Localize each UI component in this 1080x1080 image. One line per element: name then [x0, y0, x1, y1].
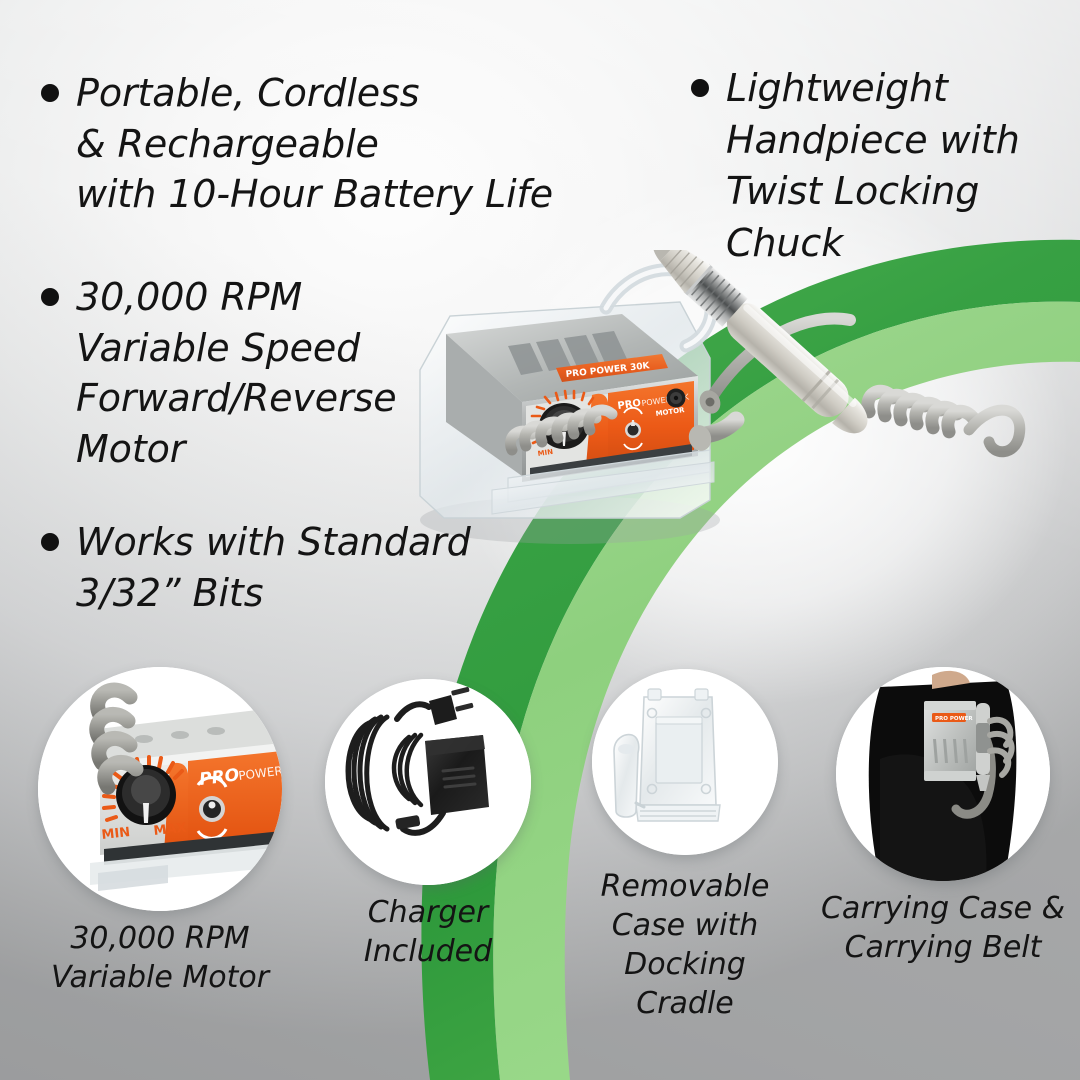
svg-text:MIN: MIN	[101, 825, 131, 843]
feature-text: 30,000 RPM Variable Speed Forward/Revers…	[76, 275, 397, 471]
bullet-dot-icon	[41, 84, 59, 102]
thumbnail-carrying-case: PRO POWER	[821, 667, 1065, 965]
thumbnail-caption: Carrying Case & Carrying Belt	[820, 891, 1066, 965]
thumbnail-image-charger	[325, 679, 531, 885]
feature-text: Portable, Cordless & Rechargeable with 1…	[76, 71, 554, 217]
thumbnail-image-motor: PRO POWER 30K	[38, 667, 282, 911]
thumbnail-row: PRO POWER 30K	[0, 655, 1080, 1080]
feature-text: Works with Standard 3/32” Bits	[76, 520, 471, 615]
svg-text:PRO POWER: PRO POWER	[935, 716, 973, 722]
thumbnail-docking-cradle: Removable Case with Docking Cradle	[592, 669, 778, 1021]
thumbnail-motor: PRO POWER 30K	[38, 667, 282, 995]
thumbnail-image-docking-cradle	[592, 669, 778, 855]
feature-text: Lightweight Handpiece with Twist Locking…	[726, 66, 1020, 266]
svg-text:MIN: MIN	[537, 448, 554, 458]
svg-text:MAX: MAX	[153, 821, 187, 839]
thumbnail-image-carrying-case: PRO POWER	[836, 667, 1050, 881]
bullet-dot-icon	[41, 288, 59, 306]
bullet-dot-icon	[41, 533, 59, 551]
bullet-dot-icon	[691, 79, 709, 97]
thumbnail-caption: Charger Included	[363, 895, 493, 969]
feature-bullet-standard-bits: Works with Standard 3/32” Bits	[41, 517, 471, 618]
product-hero-image: PRO POWER 30K PRO POWER 30K MIN	[419, 250, 1026, 544]
thumbnail-charger: Charger Included	[325, 679, 531, 969]
thumbnail-caption: Removable Case with Docking Cradle	[600, 869, 770, 1021]
feature-bullet-rpm-motor: 30,000 RPM Variable Speed Forward/Revers…	[41, 272, 397, 474]
feature-bullet-lightweight-handpiece: Lightweight Handpiece with Twist Locking…	[691, 63, 1020, 270]
feature-bullet-portable-cordless: Portable, Cordless & Rechargeable with 1…	[41, 68, 553, 220]
thumbnail-caption: 30,000 RPM Variable Motor	[50, 921, 270, 995]
feature-bullet-list: Portable, Cordless & Rechargeable with 1…	[41, 63, 1020, 618]
